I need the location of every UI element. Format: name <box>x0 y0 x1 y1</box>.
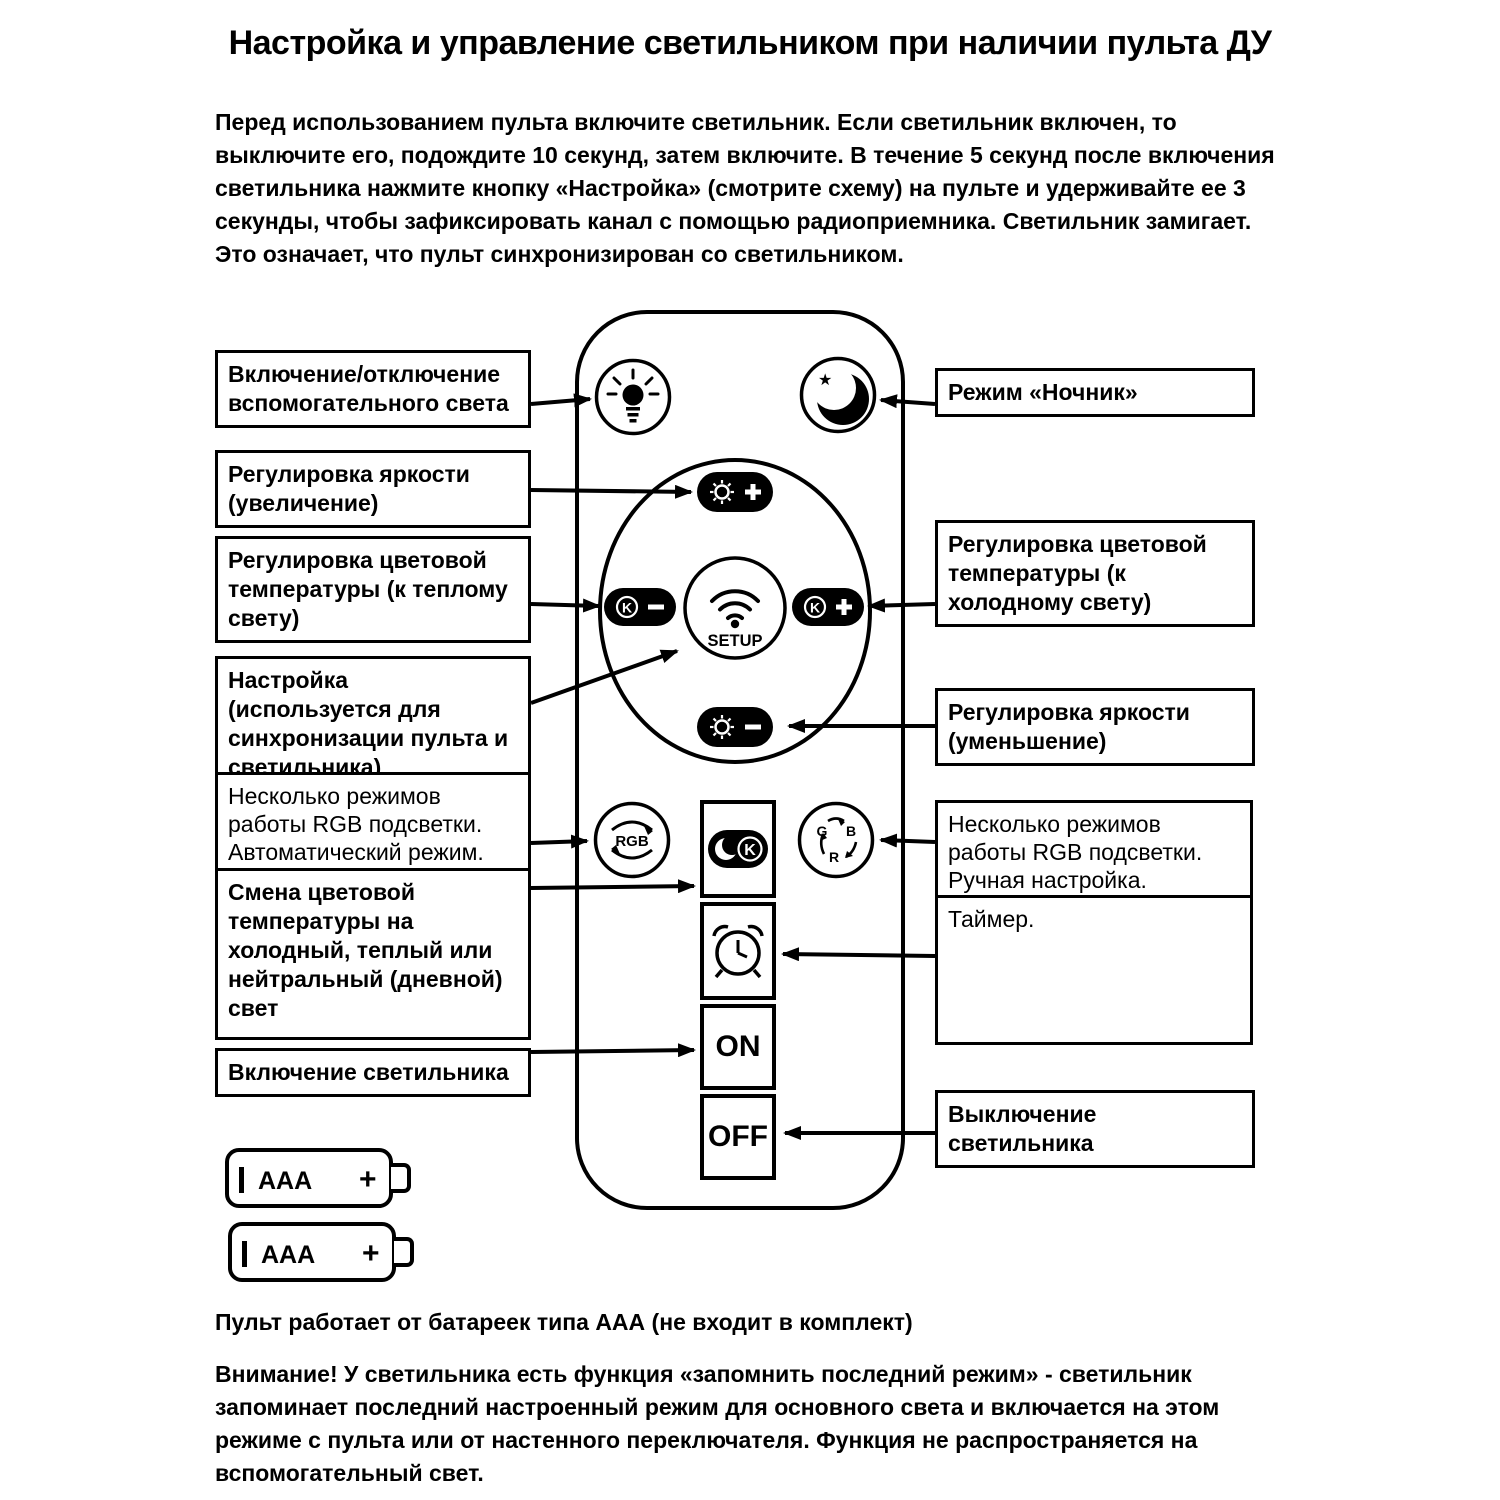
battery-plus-terminal <box>394 1237 414 1267</box>
callout-brightness-down: Регулировка яркости (уменьшение) <box>935 688 1255 766</box>
on-button: ON <box>700 1004 776 1090</box>
battery-body: AAA + <box>225 1148 393 1208</box>
sun-plus-icon <box>697 472 773 512</box>
color-temp-cycle-button: K <box>700 800 776 898</box>
night-mode-button: ★ <box>798 355 878 435</box>
callout-setup: Настройка (используется для синхронизаци… <box>215 656 531 792</box>
battery-2: AAA + <box>228 1222 423 1284</box>
battery-note: Пульт работает от батареек типа ААА (не … <box>215 1309 913 1335</box>
battery-1: AAA + <box>225 1148 420 1210</box>
callout-rgb-manual: Несколько режимов работы RGB подсветки. … <box>935 800 1253 904</box>
rgb-manual-button: G B R <box>796 800 876 880</box>
rgb-auto-button: RGB <box>592 800 672 880</box>
intro-paragraph: Перед использованием пульта включите све… <box>215 109 1275 267</box>
k-minus-icon: K <box>604 588 676 626</box>
callout-rgb-auto: Несколько режимов работы RGB подсветки. … <box>215 772 531 876</box>
battery-type-label: AAA <box>258 1167 313 1195</box>
battery-plus-terminal <box>391 1163 411 1193</box>
crescent-moon-star-icon: ★ <box>799 356 877 434</box>
brightness-up-button <box>697 472 773 512</box>
callout-color-temp-cycle: Смена цветовой температуры на холодный, … <box>215 868 531 1040</box>
svg-text:★: ★ <box>818 372 832 389</box>
callout-on: Включение светильника <box>215 1048 531 1097</box>
setup-label: SETUP <box>707 632 762 650</box>
rgb-label: RGB <box>615 833 649 850</box>
g-letter: G <box>817 823 828 839</box>
k-plus-icon: K <box>792 588 864 626</box>
rgb-cycle-icon: RGB <box>593 801 671 879</box>
callout-color-temp-warm: Регулировка цветовой температуры (к тепл… <box>215 536 531 643</box>
callout-timer: Таймер. <box>935 895 1253 1045</box>
gbr-recycle-icon: G B R <box>797 801 875 879</box>
callout-brightness-up: Регулировка яркости (увеличение) <box>215 450 531 528</box>
b-letter: B <box>846 823 856 839</box>
k-letter: K <box>810 600 820 616</box>
off-label: OFF <box>708 1120 768 1153</box>
wifi-icon: SETUP <box>683 556 787 660</box>
sun-minus-icon <box>697 707 773 747</box>
aux-light-button <box>593 357 673 437</box>
battery-plus-label: + <box>362 1237 380 1270</box>
color-temp-cold-button: K <box>792 588 864 626</box>
setup-button: SETUP <box>683 556 787 660</box>
k-moon-icon: K <box>708 830 768 868</box>
color-temp-warm-button: K <box>604 588 676 626</box>
battery-minus-terminal <box>239 1167 244 1193</box>
alarm-clock-icon <box>712 924 764 979</box>
callout-color-temp-cold: Регулировка цветовой температуры (к холо… <box>935 520 1255 627</box>
off-button: OFF <box>700 1094 776 1180</box>
battery-minus-terminal <box>242 1241 247 1267</box>
battery-plus-label: + <box>359 1163 377 1196</box>
callout-aux-light: Включение/отключение вспомогательного св… <box>215 350 531 428</box>
page-title: Настройка и управление светильником при … <box>228 24 1272 62</box>
light-bulb-icon <box>594 358 672 436</box>
k-letter: K <box>622 600 632 616</box>
battery-body: AAA + <box>228 1222 396 1282</box>
r-letter: R <box>829 849 839 865</box>
callout-night-mode: Режим «Ночник» <box>935 368 1255 417</box>
k-letter: K <box>744 842 756 859</box>
warning-paragraph: Внимание! У светильника есть функция «за… <box>215 1361 1220 1486</box>
timer-button <box>700 902 776 1000</box>
brightness-down-button <box>697 707 773 747</box>
on-label: ON <box>715 1030 761 1063</box>
callout-off: Выключение светильника <box>935 1090 1255 1168</box>
battery-type-label: AAA <box>261 1241 316 1269</box>
